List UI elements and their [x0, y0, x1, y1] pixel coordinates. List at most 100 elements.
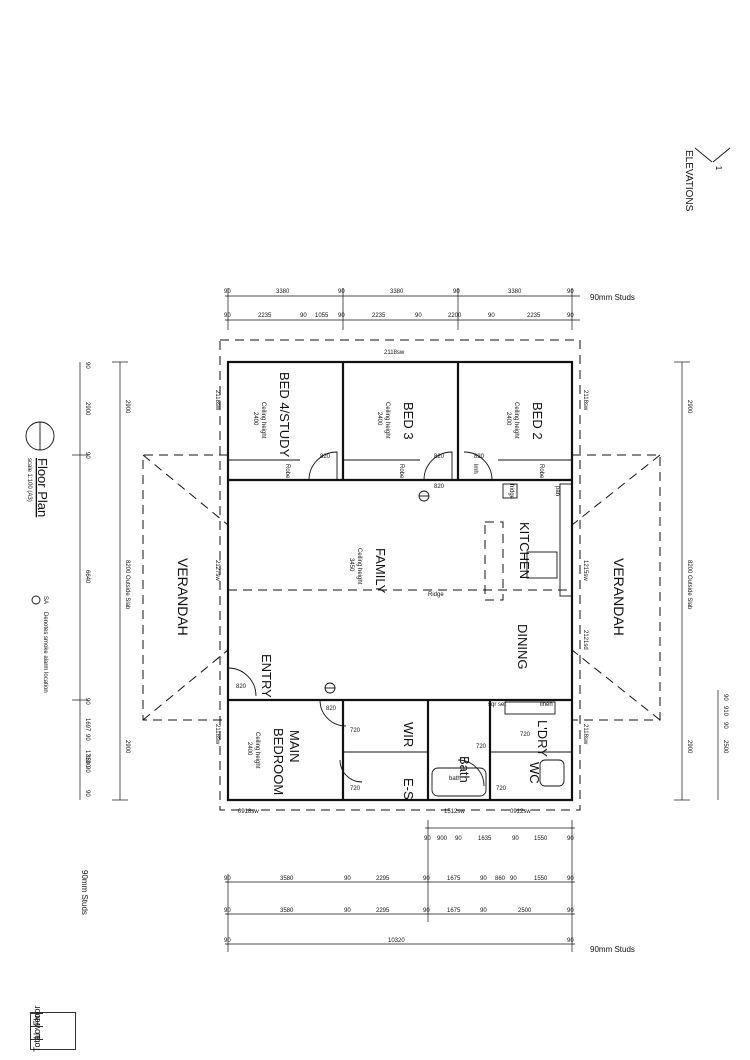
room-bed3: BED 3 [401, 402, 416, 440]
ceiling-bed4-value: 2400 [252, 412, 258, 426]
room-wc: WC [527, 762, 542, 784]
window-9: 0918sw [238, 809, 259, 815]
bot-r1-3: 90 [455, 836, 462, 842]
left-inner-8: 1713 [84, 750, 90, 764]
sqr-set-label: sqr set [488, 702, 506, 708]
bot-r2-7: 90 [480, 876, 487, 882]
door-1: 820 [320, 454, 331, 460]
verandah-outline [142, 339, 661, 811]
left-outer-2: 8200 Outside Slab [124, 560, 130, 610]
window-5: 2118sw [214, 724, 220, 745]
bot-r2-8: 860 [495, 876, 506, 882]
bot-r2-11: 90 [567, 876, 574, 882]
door-7: 720 [350, 728, 361, 734]
top-d6: 3380 [508, 289, 522, 295]
top-studs-label: 90mm Studs [590, 293, 635, 302]
top-d5: 90 [453, 289, 460, 295]
room-bed2: BED 2 [530, 402, 545, 440]
ceiling-bed3-value: 2400 [376, 412, 382, 426]
right-d7: 90 [722, 722, 728, 729]
room-bed4: BED 4/STUDY [277, 372, 292, 458]
right-d1: 2900 [686, 400, 692, 414]
bot-r3-8: 2500 [518, 908, 532, 914]
left-studs-label: 90mm Studs [80, 870, 89, 915]
room-dining: DINING [515, 624, 530, 670]
bot-r4-2: 10320 [388, 938, 405, 944]
room-entry: ENTRY [259, 654, 274, 698]
area-legend-table: Floor Lower Total [30, 1005, 76, 1052]
room-ldry: L'DRY [535, 720, 550, 757]
wet-area-walls [228, 698, 572, 800]
plan-scale: scale 1:100 (A3) [26, 458, 32, 502]
robe-bed3: Robe [398, 464, 404, 479]
left-inner-3: 90 [84, 452, 90, 459]
left-inner-7: 90 [84, 734, 90, 741]
bot-r3-9: 90 [567, 908, 574, 914]
door-8: 720 [350, 786, 361, 792]
bot-r3-5: 90 [423, 908, 430, 914]
robe-bed2: Robe [538, 464, 544, 479]
right-dimensions [674, 361, 719, 801]
room-main-1: MAIN [287, 730, 302, 763]
ceiling-main-value: 2400 [246, 742, 252, 756]
ceiling-family: Ceiling height [356, 548, 362, 585]
left-inner-5: 90 [84, 698, 90, 705]
right-d5: 90 [722, 694, 728, 701]
bot-r3-1: 90 [224, 908, 231, 914]
top-r2-1: 90 [224, 313, 231, 319]
linen-label: linen [540, 702, 553, 708]
window-1: 2118sw [384, 350, 405, 356]
door-2: 820 [434, 454, 445, 460]
left-inner-2: 2900 [84, 402, 90, 416]
bot-r2-5: 90 [423, 876, 430, 882]
top-r2-3: 90 [300, 313, 307, 319]
bottom-studs-label: 90mm Studs [590, 945, 635, 954]
door-9: 720 [476, 744, 487, 750]
bot-r2-6: 1675 [447, 876, 461, 882]
legend-total: Total [31, 1032, 43, 1052]
bot-r2-9: 90 [510, 876, 517, 882]
top-r2-7: 90 [415, 313, 422, 319]
bot-r1-6: 1550 [534, 836, 548, 842]
bot-r1-1: 90 [424, 836, 431, 842]
left-inner-10: 3500 [84, 754, 90, 768]
top-r2-11: 90 [567, 313, 574, 319]
bath-tub-label: bath [449, 776, 461, 782]
door-5: 820 [326, 706, 337, 712]
bot-r1-4: 1635 [478, 836, 492, 842]
fridge-label: fridge [508, 484, 514, 500]
bot-r2-4: 2295 [376, 876, 390, 882]
door-4: 820 [236, 684, 247, 690]
right-d6: 910 [722, 706, 728, 717]
top-r2-5: 90 [338, 313, 345, 319]
room-bath: Bath [457, 756, 472, 783]
left-inner-4: 6640 [84, 570, 90, 584]
window-3: 2118sw [582, 390, 588, 411]
top-r2-2: 2235 [258, 313, 272, 319]
door-10: 720 [496, 786, 507, 792]
ceiling-bed3: Ceiling height [384, 402, 390, 439]
elevations-label: ELEVATIONS [683, 150, 694, 212]
bot-r3-6: 1675 [447, 908, 461, 914]
left-dimensions [72, 361, 128, 801]
window-2: 2118sw [214, 390, 220, 411]
top-r2-6: 2235 [372, 313, 386, 319]
top-d1: 90 [224, 289, 231, 295]
left-inner-9: 90 [84, 766, 90, 773]
bot-r1-5: 90 [512, 836, 519, 842]
bot-r3-7: 90 [480, 908, 487, 914]
right-d4: 2500 [722, 740, 728, 754]
left-outer-1: 2900 [124, 400, 130, 414]
top-r2-9: 90 [488, 313, 495, 319]
smoke-alarm-symbol: SA [42, 596, 48, 604]
ceiling-bed2-value: 2400 [505, 412, 511, 426]
bot-r1-7: 90 [567, 836, 574, 842]
elevation-marker: 1 ELEVATIONS [683, 147, 731, 212]
bot-r3-2: 3580 [280, 908, 294, 914]
room-main-2: BEDROOM [271, 728, 286, 795]
ceiling-main: Ceiling height [254, 732, 260, 769]
top-r2-10: 2235 [527, 313, 541, 319]
room-family: FAMILY [373, 548, 388, 594]
door-11: 720 [520, 732, 531, 738]
bottom-dimensions [225, 820, 575, 952]
